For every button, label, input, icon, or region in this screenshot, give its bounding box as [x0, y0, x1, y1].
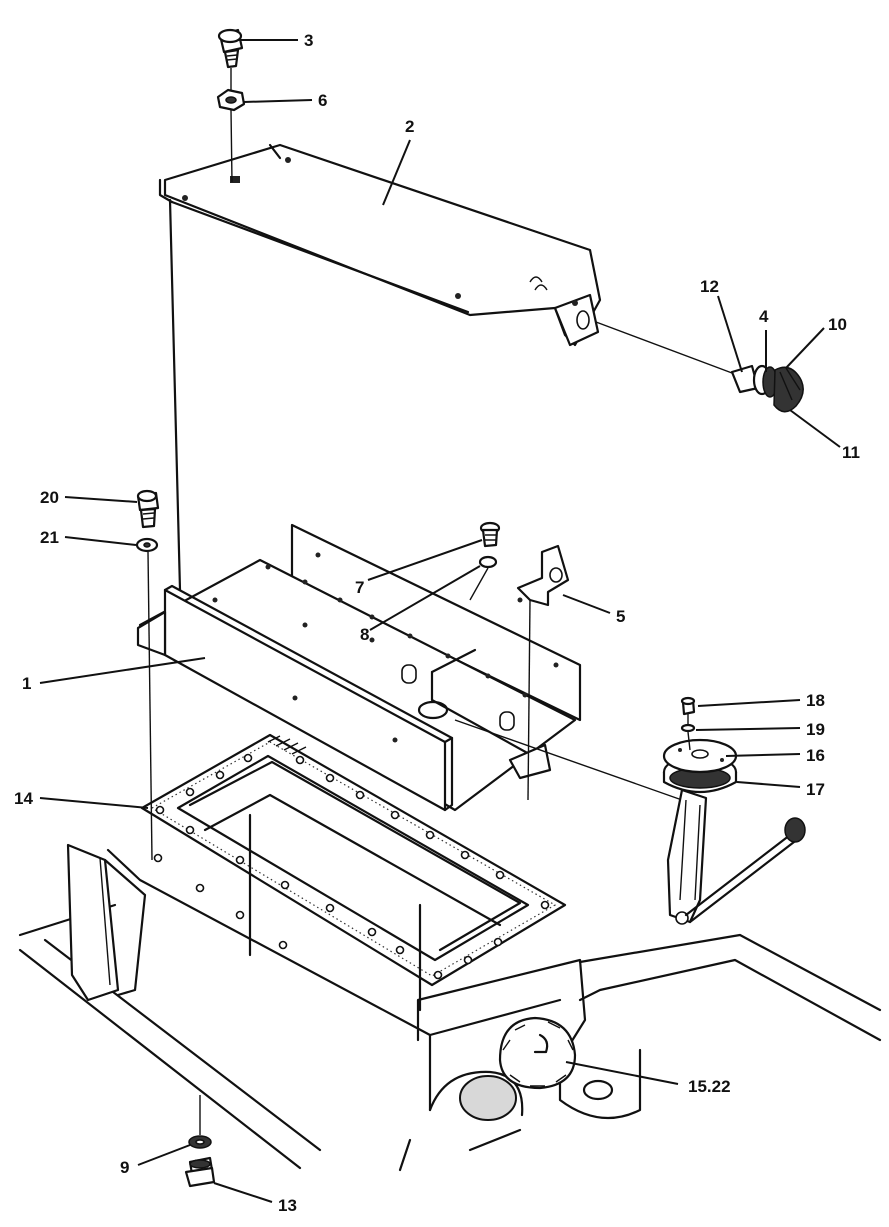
callout-12: 12	[700, 277, 719, 296]
callout-17: 17	[806, 780, 825, 799]
callout-6: 6	[318, 91, 327, 110]
bolt-7	[479, 521, 501, 548]
gasket	[140, 733, 567, 1012]
clip-axis-5	[527, 599, 531, 801]
bolt-axis-20	[147, 551, 153, 861]
bolt-3	[217, 28, 244, 69]
bolt-axis-7	[469, 567, 489, 601]
bolt-20	[136, 489, 160, 529]
fitting-assembly	[595, 321, 804, 413]
callout-5: 5	[616, 607, 625, 626]
callout-13: 13	[278, 1196, 297, 1215]
cover-bracket	[158, 143, 602, 592]
callout-2: 2	[405, 117, 414, 136]
leader-lines	[39, 39, 841, 1203]
filler-cap	[498, 1016, 577, 1090]
bolt-axis-3	[230, 68, 233, 183]
callout-16: 16	[806, 746, 825, 765]
callout-21: 21	[40, 528, 59, 547]
callout-14: 14	[14, 789, 33, 808]
callout-10: 10	[828, 315, 847, 334]
callout-19: 19	[806, 720, 825, 739]
callout-8: 8	[360, 625, 369, 644]
base-housing	[18, 843, 882, 1172]
callout-labels: 3 6 2 12 4 10 11 20 21 7 8 5 1 18 19 16 …	[14, 31, 860, 1215]
callout-15-22: 15.22	[688, 1077, 731, 1096]
callout-7: 7	[355, 578, 364, 597]
nut-6	[216, 88, 246, 112]
float-gauge	[454, 696, 806, 925]
callout-1: 1	[22, 674, 31, 693]
callout-18: 18	[806, 691, 825, 710]
callout-11: 11	[842, 443, 860, 462]
callout-9: 9	[120, 1158, 129, 1177]
callout-3: 3	[304, 31, 313, 50]
washer-8	[478, 555, 498, 569]
callout-4: 4	[759, 307, 769, 326]
callout-20: 20	[40, 488, 59, 507]
clip-5	[516, 544, 570, 607]
plate-assembly	[136, 523, 582, 812]
drain-plug	[184, 1095, 216, 1188]
